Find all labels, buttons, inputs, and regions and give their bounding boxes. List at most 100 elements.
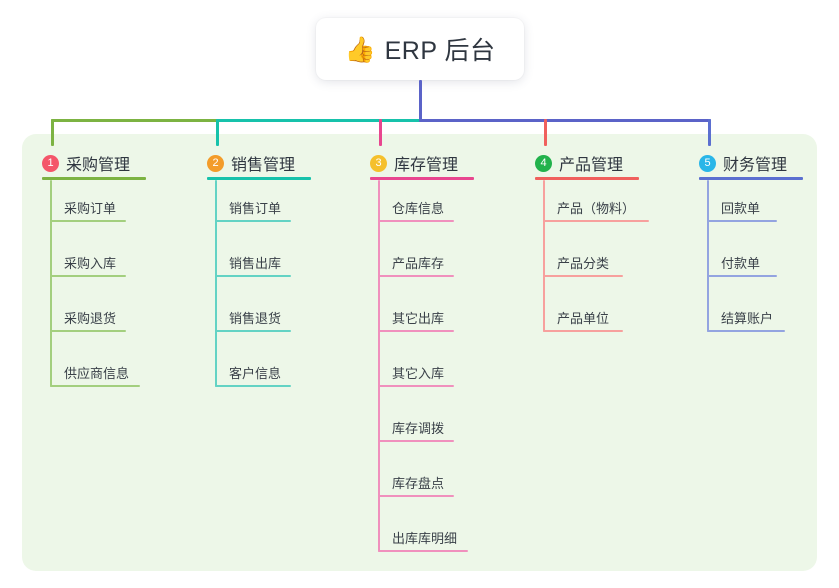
leaf-label: 付款单 — [721, 256, 761, 271]
leaf-label: 供应商信息 — [64, 366, 130, 381]
branch-header-1[interactable]: 1 采购管理 — [42, 146, 146, 180]
branch-column-2: 2 销售管理销售订单销售出库销售退货客户信息 — [207, 146, 311, 387]
leaf-underline — [50, 220, 126, 222]
leaf-item[interactable]: 产品单位 — [535, 298, 635, 332]
leaf-label: 库存盘点 — [392, 476, 445, 491]
leaf-underline — [543, 275, 623, 277]
trunk-drop-3 — [379, 119, 382, 146]
root-node[interactable]: 👍 ERP 后台 — [316, 18, 524, 80]
branch-column-5: 5 财务管理回款单付款单结算账户 — [699, 146, 803, 332]
leaf-underline — [707, 275, 777, 277]
leaf-item[interactable]: 其它出库 — [370, 298, 466, 332]
leaf-item[interactable]: 仓库信息 — [370, 188, 466, 222]
leaf-underline — [50, 385, 140, 387]
leaf-spine-3 — [378, 180, 380, 552]
trunk-drop-4 — [544, 119, 547, 146]
leaf-label: 销售出库 — [229, 256, 282, 271]
leaf-label: 客户信息 — [229, 366, 282, 381]
leaf-label: 结算账户 — [721, 311, 774, 326]
leaf-label: 产品（物料） — [557, 201, 636, 216]
branch-title-3: 库存管理 — [394, 157, 459, 174]
leaf-label: 销售订单 — [229, 201, 282, 216]
leaf-item[interactable]: 销售退货 — [207, 298, 303, 332]
branch-badge-5: 5 — [699, 154, 716, 172]
branch-badge-4: 4 — [535, 154, 552, 172]
leaf-spine-1 — [50, 180, 52, 387]
branch-title-5: 财务管理 — [723, 157, 788, 174]
leaf-label: 采购入库 — [64, 256, 117, 271]
leaf-label: 其它出库 — [392, 311, 445, 326]
leaf-underline — [378, 550, 468, 552]
leaf-item[interactable]: 采购订单 — [42, 188, 138, 222]
leaf-underline — [707, 220, 777, 222]
leaf-item[interactable]: 其它入库 — [370, 353, 466, 387]
branch-column-3: 3 库存管理仓库信息产品库存其它出库其它入库库存调拨库存盘点出库库明细 — [370, 146, 474, 552]
trunk-drop-2 — [216, 119, 219, 146]
branch-column-1: 1 采购管理采购订单采购入库采购退货供应商信息 — [42, 146, 146, 387]
leaf-underline — [215, 385, 291, 387]
leaf-item[interactable]: 出库库明细 — [370, 518, 480, 552]
leaf-item[interactable]: 产品（物料） — [535, 188, 661, 222]
leaf-underline — [215, 220, 291, 222]
leaf-label: 产品分类 — [557, 256, 610, 271]
leaf-item[interactable]: 供应商信息 — [42, 353, 152, 387]
trunk-drop-1 — [51, 119, 54, 146]
branch-badge-2: 2 — [207, 154, 224, 172]
leaf-label: 采购退货 — [64, 311, 117, 326]
leaf-label: 产品库存 — [392, 256, 445, 271]
leaf-spine-2 — [215, 180, 217, 387]
leaf-item[interactable]: 客户信息 — [207, 353, 303, 387]
branch-underline-4 — [535, 177, 639, 180]
branch-badge-3: 3 — [370, 154, 387, 172]
trunk-bar-segment-1 — [51, 119, 219, 122]
leaf-item[interactable]: 结算账户 — [699, 298, 797, 332]
branch-underline-1 — [42, 177, 146, 180]
branch-badge-1: 1 — [42, 154, 59, 172]
leaf-label: 库存调拨 — [392, 421, 445, 436]
leaf-label: 仓库信息 — [392, 201, 445, 216]
leaf-label: 回款单 — [721, 201, 761, 216]
thumbs-up-icon: 👍 — [344, 34, 376, 64]
branch-underline-5 — [699, 177, 803, 180]
trunk-bar-segment-2 — [216, 119, 422, 122]
leaf-label: 出库库明细 — [392, 531, 458, 546]
branch-header-3[interactable]: 3 库存管理 — [370, 146, 474, 180]
leaf-item[interactable]: 采购退货 — [42, 298, 138, 332]
branch-header-5[interactable]: 5 财务管理 — [699, 146, 803, 180]
leaf-spine-4 — [543, 180, 545, 332]
leaf-underline — [378, 440, 454, 442]
leaf-underline — [378, 275, 454, 277]
leaf-underline — [543, 220, 649, 222]
leaf-item[interactable]: 库存调拨 — [370, 408, 466, 442]
leaf-label: 产品单位 — [557, 311, 610, 326]
trunk-bar-segment-3 — [419, 119, 711, 122]
leaf-item[interactable]: 销售订单 — [207, 188, 303, 222]
leaf-item[interactable]: 产品库存 — [370, 243, 466, 277]
leaf-item[interactable]: 付款单 — [699, 243, 789, 277]
leaf-item[interactable]: 回款单 — [699, 188, 789, 222]
branch-header-2[interactable]: 2 销售管理 — [207, 146, 311, 180]
leaf-underline — [543, 330, 623, 332]
root-node-label: ERP 后台 — [384, 37, 496, 65]
branch-title-2: 销售管理 — [231, 157, 296, 174]
leaf-item[interactable]: 库存盘点 — [370, 463, 466, 497]
leaf-label: 其它入库 — [392, 366, 445, 381]
branch-underline-2 — [207, 177, 311, 180]
leaf-underline — [707, 330, 785, 332]
leaf-spine-5 — [707, 180, 709, 332]
leaf-item[interactable]: 产品分类 — [535, 243, 635, 277]
leaf-underline — [378, 495, 454, 497]
leaf-underline — [50, 275, 126, 277]
leaf-label: 采购订单 — [64, 201, 117, 216]
branch-underline-3 — [370, 177, 474, 180]
trunk-drop-5 — [708, 119, 711, 146]
leaf-underline — [215, 275, 291, 277]
leaf-item[interactable]: 销售出库 — [207, 243, 303, 277]
leaf-item[interactable]: 采购入库 — [42, 243, 138, 277]
leaf-underline — [378, 330, 454, 332]
leaf-label: 销售退货 — [229, 311, 282, 326]
branch-title-1: 采购管理 — [66, 157, 131, 174]
diagram-panel — [22, 134, 817, 571]
